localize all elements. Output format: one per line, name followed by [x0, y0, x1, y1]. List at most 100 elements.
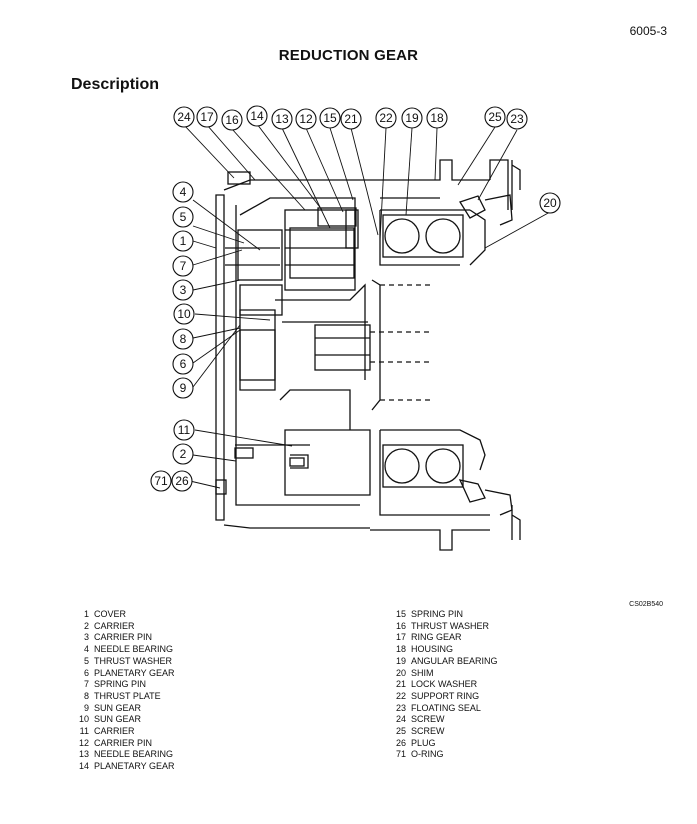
callout-22: 22 — [375, 107, 397, 129]
svg-text:7: 7 — [180, 259, 187, 273]
legend-item-label: CARRIER PIN — [94, 632, 153, 643]
legend-item-number: 4 — [83, 644, 89, 655]
legend-item-number: 1 — [83, 609, 89, 619]
legend-item-label: SUN GEAR — [94, 714, 142, 725]
svg-text:11: 11 — [178, 423, 191, 437]
legend-item: 22 SUPPORT RING — [388, 691, 498, 703]
svg-text:8: 8 — [180, 332, 187, 346]
legend-item-label: COVER — [94, 609, 127, 619]
legend-item-label: FLOATING SEAL — [411, 702, 481, 713]
legend-item: 16 THRUST WASHER — [388, 621, 498, 633]
legend-item-number: 20 — [395, 667, 406, 678]
legend-item-label: THRUST PLATE — [94, 690, 161, 701]
svg-text:5: 5 — [180, 210, 187, 224]
svg-text:14: 14 — [250, 109, 264, 123]
legend-item-label: HOUSING — [411, 644, 454, 655]
document-title: REDUCTION GEAR — [278, 47, 419, 64]
svg-text:9: 9 — [180, 381, 187, 395]
callout-25: 25 — [484, 106, 506, 128]
legend-item-number: 12 — [78, 737, 89, 748]
reduction-gear-figure: 24 17 16 14 13 12 15 21 22 19 18 25 23 4… — [140, 100, 580, 560]
legend-item-number: 2 — [83, 620, 89, 631]
legend-item-label: SCREW — [411, 726, 445, 737]
callout-15: 15 — [319, 107, 341, 129]
legend-item-label: PLANETARY GEAR — [94, 667, 175, 678]
callout-23: 23 — [506, 108, 528, 130]
svg-text:71: 71 — [154, 474, 168, 488]
legend-item: 3 CARRIER PIN — [71, 632, 175, 644]
leader-lines — [183, 123, 551, 489]
callout-21: 21 — [340, 108, 362, 130]
callout-71: 71 — [150, 470, 172, 492]
svg-text:21: 21 — [344, 112, 358, 126]
legend-item: 23 FLOATING SEAL — [388, 703, 498, 715]
callout-9: 9 — [172, 377, 194, 399]
callout-4: 4 — [172, 181, 194, 203]
legend-item: 13 NEEDLE BEARING — [71, 749, 175, 761]
callout-8: 8 — [172, 328, 194, 350]
legend-item-label: ANGULAR BEARING — [411, 655, 498, 666]
callout-5: 5 — [172, 206, 194, 228]
legend-item-number: 19 — [395, 655, 406, 666]
legend-item-label: NEEDLE BEARING — [94, 644, 174, 655]
legend-item-label: LOCK WASHER — [411, 679, 478, 690]
section-heading: Description — [71, 76, 160, 93]
legend-item: 1 COVER — [71, 609, 175, 621]
legend-item: 19 ANGULAR BEARING — [388, 656, 498, 668]
legend-item-number: 13 — [78, 749, 89, 760]
legend-item-number: 5 — [83, 655, 89, 666]
callout-12: 12 — [295, 108, 317, 130]
legend-item-number: 22 — [395, 690, 406, 701]
svg-text:1: 1 — [180, 234, 187, 248]
svg-text:25: 25 — [488, 110, 502, 124]
legend-item-number: 11 — [79, 726, 89, 737]
callout-18: 18 — [426, 107, 448, 129]
callout-17: 17 — [196, 106, 218, 128]
legend-item-number: 21 — [395, 679, 406, 690]
legend-item: 21 LOCK WASHER — [388, 679, 498, 691]
svg-text:6: 6 — [180, 357, 187, 371]
svg-text:17: 17 — [200, 110, 214, 124]
callout-26: 26 — [171, 470, 193, 492]
svg-text:15: 15 — [323, 111, 337, 125]
svg-text:20: 20 — [543, 196, 557, 210]
svg-text:10: 10 — [177, 307, 191, 321]
legend-item-number: 3 — [83, 632, 89, 643]
legend-item-label: SUPPORT RING — [411, 690, 480, 701]
drawing-lines — [215, 159, 521, 551]
svg-text:3: 3 — [180, 283, 187, 297]
legend-item-number: 6 — [83, 667, 89, 678]
svg-text:12: 12 — [299, 112, 313, 126]
callout-14: 14 — [246, 105, 268, 127]
callout-10: 10 — [173, 303, 195, 325]
legend-item-label: THRUST WASHER — [411, 620, 490, 631]
legend-item-number: 71 — [395, 749, 406, 760]
callout-13: 13 — [271, 108, 293, 130]
legend-item-label: PLUG — [411, 737, 436, 748]
svg-text:19: 19 — [405, 111, 419, 125]
legend-item-number: 18 — [395, 644, 406, 655]
svg-text:26: 26 — [175, 474, 189, 488]
callout-6: 6 — [172, 353, 194, 375]
callout-3: 3 — [172, 279, 194, 301]
legend-item-number: 16 — [395, 620, 406, 631]
svg-text:18: 18 — [430, 111, 444, 125]
legend-item-label: NEEDLE BEARING — [94, 749, 174, 760]
legend-item-number: 17 — [395, 632, 406, 643]
svg-text:24: 24 — [177, 110, 191, 124]
legend-item-number: 14 — [78, 761, 89, 772]
legend-item-label: SHIM — [411, 667, 434, 678]
svg-text:2: 2 — [180, 447, 187, 461]
legend-item-number: 15 — [395, 609, 406, 619]
legend-item-number: 23 — [395, 702, 406, 713]
legend-item: 6 PLANETARY GEAR — [71, 668, 175, 680]
legend-item-label: SPRING PIN — [94, 679, 147, 690]
callout-20: 20 — [539, 192, 561, 214]
callout-24: 24 — [173, 106, 195, 128]
